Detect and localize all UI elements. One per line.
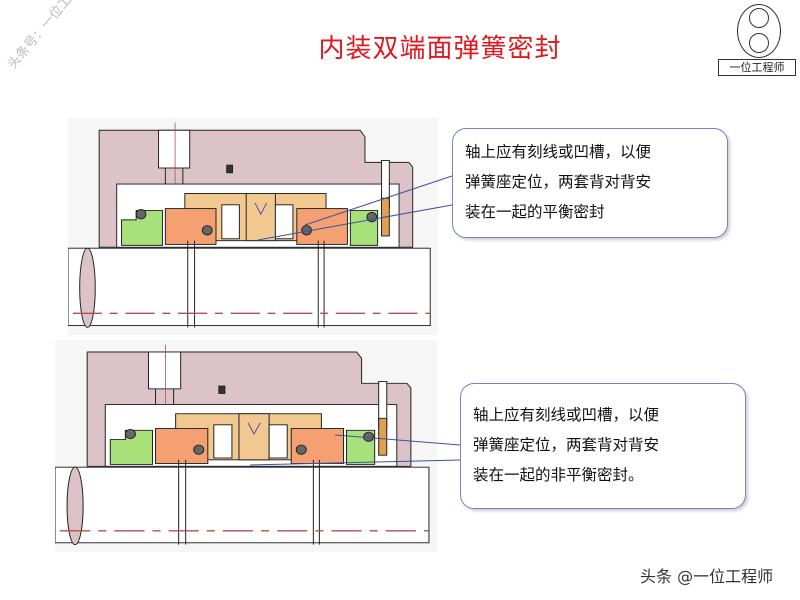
callout-line: 装在一起的非平衡密封。 xyxy=(473,466,644,484)
footer-credit: 头条 @一位工程师 xyxy=(640,567,774,586)
balanced-seal-diagram xyxy=(67,118,438,335)
callout-line: 弹簧座定位，两套背对背安 xyxy=(473,436,660,454)
stationary-seat-left xyxy=(109,429,154,465)
callout-line: 轴上应有刻线或凹槽，以便 xyxy=(465,143,652,161)
logo: 一位工程师 xyxy=(718,4,796,76)
page-title: 内装双端面弹簧密封 xyxy=(318,34,562,64)
callout-unbalanced-seal: 轴上应有刻线或凹槽，以便 弹簧座定位，两套背对背安 装在一起的非平衡密封。 xyxy=(460,383,746,509)
logo-emblem xyxy=(737,4,781,58)
logo-text: 一位工程师 xyxy=(718,59,796,76)
stationary-seat-left xyxy=(121,209,163,246)
callout-line: 装在一起的平衡密封 xyxy=(465,203,605,221)
callout-line: 弹簧座定位，两套背对背安 xyxy=(465,173,652,191)
callout-balanced-seal: 轴上应有刻线或凹槽，以便 弹簧座定位，两套背对背安 装在一起的平衡密封 xyxy=(452,128,728,238)
unbalanced-seal-diagram xyxy=(54,340,437,552)
callout-line: 轴上应有刻线或凹槽，以便 xyxy=(473,406,660,424)
